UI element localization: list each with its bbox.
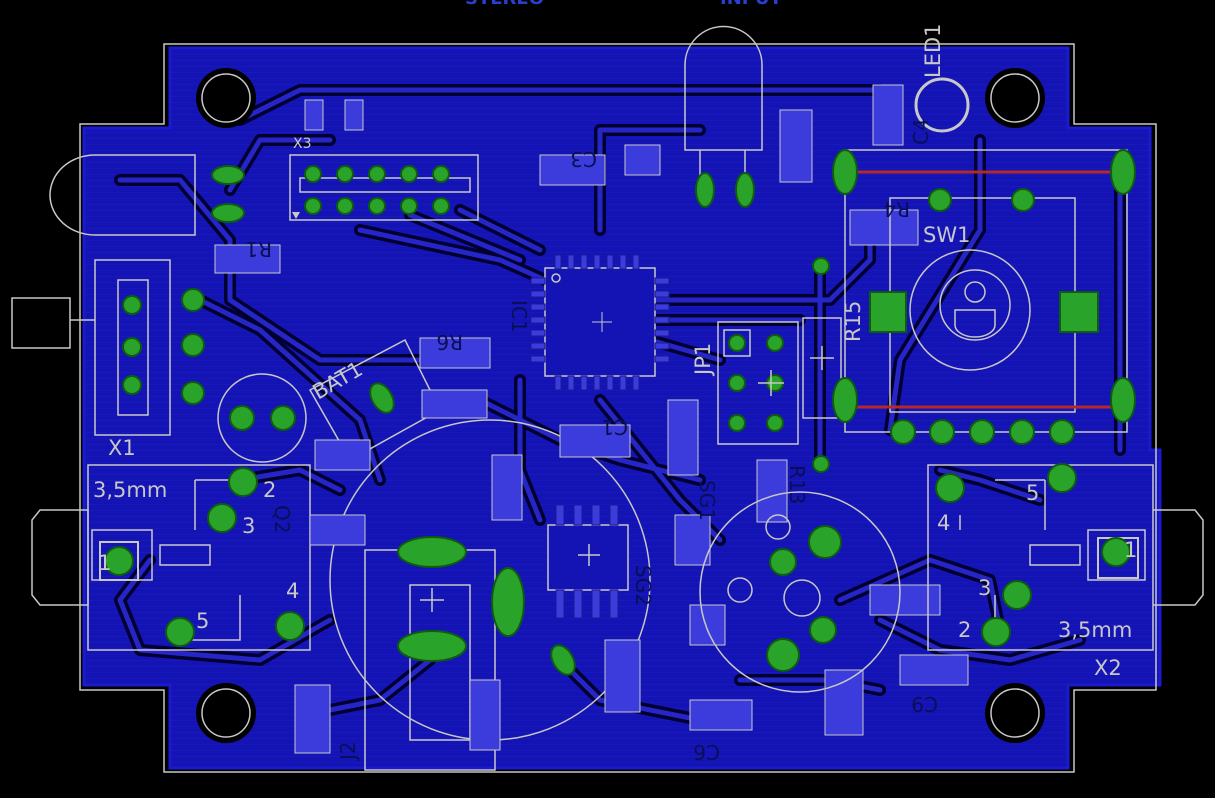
bat-pad-top <box>397 536 467 568</box>
jack-left-pin-2: 2 <box>263 478 276 502</box>
ir-receiver-outline <box>49 154 196 236</box>
switch-pads <box>122 288 205 405</box>
cap-c1-pad-b <box>270 405 296 431</box>
jack-right-pin-2: 2 <box>958 618 971 642</box>
jack-right-pin-3: 3 <box>978 576 991 600</box>
jack-left-pin-4: 4 <box>286 579 299 603</box>
cap-c1-outline <box>217 373 307 463</box>
jack-left-pin-1: 1 <box>98 551 111 575</box>
led-pad-2 <box>735 172 755 208</box>
r6-label: R6 <box>436 330 463 354</box>
jp1-label: JP1 <box>691 343 715 377</box>
r15-resistor <box>802 317 842 419</box>
x3-smd <box>304 99 364 131</box>
jack-left-pin-5: 5 <box>196 609 209 633</box>
c9-label: C9 <box>911 692 938 716</box>
ic1-chip <box>530 254 670 391</box>
c3-label: C3 <box>570 147 597 171</box>
jack-right-pin-1: 1 <box>1124 538 1137 562</box>
sg2-label: SG2 <box>631 565 655 606</box>
top-label-stereo: STEREO <box>465 0 544 9</box>
q2-label: Q2 <box>270 505 294 533</box>
c1-label: C1 <box>601 415 628 439</box>
buzzer-sg1 <box>699 491 901 693</box>
bat-pad-bottom <box>397 630 467 662</box>
jack-right-pads <box>935 463 1139 647</box>
sg1-label: SG1 <box>695 480 719 521</box>
ir-pad-2 <box>211 203 245 223</box>
jack-left-pin-3: 3 <box>242 514 255 538</box>
sw1-label: SW1 <box>923 223 970 247</box>
jack-right-outline <box>927 464 1204 651</box>
led1-body <box>914 77 970 133</box>
x3-label: X3 <box>293 136 312 152</box>
x2-label: X2 <box>1094 656 1122 680</box>
bat-pad-small <box>550 644 576 676</box>
top-label-input: INPUT <box>720 0 783 9</box>
sg-chip <box>547 504 629 619</box>
jack-right-pin-4: 4 <box>937 511 950 535</box>
slide-switch-left <box>11 259 171 436</box>
bat-pad-tab <box>369 382 395 414</box>
jack-left-size-label: 3,5mm <box>93 478 167 502</box>
r4-label: R4 <box>883 197 910 221</box>
x3-header <box>289 154 479 221</box>
r15-pad-bottom <box>812 455 830 473</box>
c4-label: C4 <box>909 118 933 145</box>
mounting-holes <box>196 68 1045 743</box>
ic1-label: IC1 <box>507 300 531 333</box>
r13-label: R13 <box>785 465 809 504</box>
j2-label: J2 <box>336 741 360 762</box>
ir-pad-1 <box>211 165 245 185</box>
jack-left-pads <box>99 467 305 647</box>
x1-label: X1 <box>108 436 136 460</box>
jack-right-pin-5: 5 <box>1026 481 1039 505</box>
r15-pad-top <box>812 257 830 275</box>
board-outline <box>79 43 1157 773</box>
r1-label: R1 <box>245 237 272 261</box>
jack-right-size-label: 3,5mm <box>1058 618 1132 642</box>
led-pad-1 <box>695 172 715 208</box>
led1-label: LED1 <box>921 24 945 79</box>
buzzer-pads <box>766 525 842 672</box>
smd-parts <box>214 84 969 754</box>
sw1-pads <box>832 149 1136 445</box>
cap-c1-pad-a <box>229 405 255 431</box>
bat-pad-right <box>491 567 525 637</box>
c6-label: C6 <box>693 740 720 764</box>
silk-crosses <box>420 346 834 612</box>
